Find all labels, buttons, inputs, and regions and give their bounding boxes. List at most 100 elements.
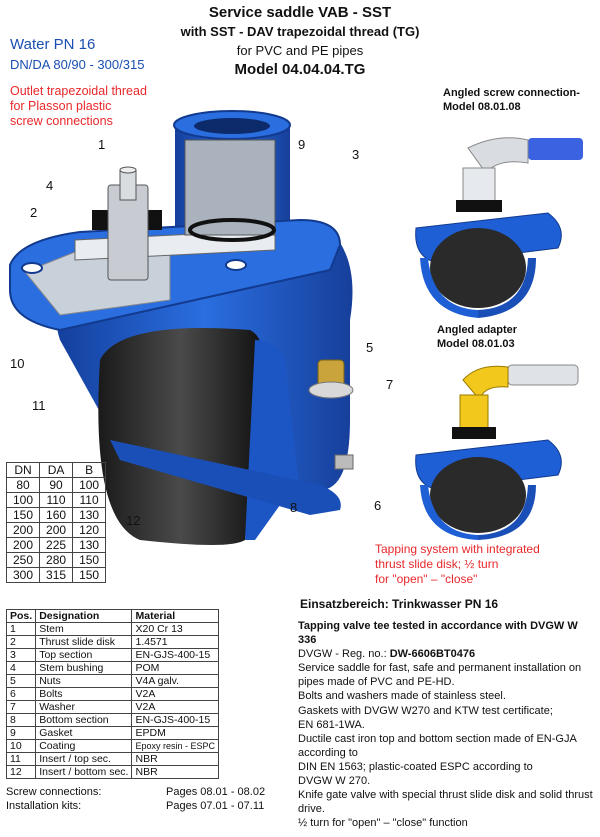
table-cell: 280 — [39, 552, 74, 568]
table-cell: 130 — [72, 537, 107, 553]
description-line: Bolts and washers made of stainless stee… — [298, 690, 506, 703]
table-cell: EPDM — [131, 726, 220, 740]
table-cell: 1 — [5, 622, 37, 636]
angled-screw-connection-illustration — [415, 137, 583, 318]
registration-line: DVGW - Reg. no.: DW-6606BT0476 — [298, 647, 593, 661]
reference-row: Screw connections: Pages 08.01 - 08.02 — [6, 785, 265, 799]
table-cell: 12 — [5, 765, 37, 779]
table-cell: Stem — [35, 622, 133, 636]
table-cell: EN-GJS-400-15 — [131, 713, 220, 727]
column-header: Material — [131, 609, 220, 623]
variant-caption-adapter: Angled adapter Model 08.01.03 — [437, 323, 587, 351]
description-line: Gaskets with DVGW W270 and KTW test cert… — [298, 704, 553, 717]
variant-caption-line: Angled screw connection- — [443, 87, 580, 99]
table-cell: Coating — [35, 739, 133, 753]
callout-1: 1 — [98, 137, 106, 152]
description-line: pipes made of PVC and PE-HD. — [298, 676, 455, 689]
callout-12: 12 — [126, 513, 141, 528]
table-cell: 315 — [39, 567, 74, 583]
tapping-note-line: thrust slide disk; ½ turn — [375, 557, 499, 571]
table-cell: Insert / bottom sec. — [35, 765, 133, 779]
callout-9: 9 — [298, 137, 306, 152]
column-header: Pos. — [5, 609, 37, 623]
table-cell: 9 — [5, 726, 37, 740]
table-cell: 100 — [72, 477, 107, 493]
table-cell: 6 — [5, 687, 37, 701]
description-line: Service saddle for fast, safe and perman… — [298, 662, 582, 675]
table-cell: 150 — [72, 567, 107, 583]
table-cell: POM — [131, 661, 220, 675]
outlet-note-line: Outlet trapezoidal thread — [10, 84, 147, 98]
table-cell: 130 — [72, 507, 107, 523]
table-cell: Washer — [35, 700, 133, 714]
table-cell: V2A — [131, 700, 220, 714]
saddle-cutaway-illustration — [9, 110, 354, 545]
reference-pages: Pages 08.01 - 08.02 — [166, 786, 266, 798]
table-cell: 7 — [5, 700, 37, 714]
registration-label: DVGW - Reg. no.: — [298, 648, 390, 661]
table-cell: NBR — [131, 765, 220, 779]
table-cell: 1.4571 — [131, 635, 220, 649]
table-cell: V2A — [131, 687, 220, 701]
pressure-label: Water PN 16 — [10, 36, 96, 53]
table-cell: Bottom section — [35, 713, 133, 727]
description-line: DVGW W 270. — [298, 775, 371, 788]
table-cell: V4A galv. — [131, 674, 220, 688]
table-cell: Thrust slide disk — [35, 635, 133, 649]
outlet-note-line: for Plasson plastic — [10, 99, 112, 113]
callout-6: 6 — [374, 498, 382, 513]
outlet-note-line: screw connections — [10, 114, 113, 128]
table-cell: 3 — [5, 648, 37, 662]
size-range: DN/DA 80/90 - 300/315 — [10, 57, 145, 72]
variant-caption-screw: Angled screw connection- Model 08.01.08 — [443, 86, 593, 114]
test-standard-line: Tapping valve tee tested in accordance w… — [298, 620, 578, 647]
table-cell: 90 — [39, 477, 74, 493]
table-cell: 8 — [5, 713, 37, 727]
page-title: Service saddle VAB - SST — [208, 4, 392, 21]
callout-11: 11 — [32, 398, 46, 413]
table-cell: Stem bushing — [35, 661, 133, 675]
callout-4: 4 — [46, 178, 54, 193]
description-line: EN 681-1WA. — [298, 718, 365, 731]
column-header: DA — [39, 462, 74, 478]
table-cell: 200 — [5, 537, 41, 553]
table-cell: Top section — [35, 648, 133, 662]
table-cell: 250 — [5, 552, 41, 568]
registration-number: DW-6606BT0476 — [389, 648, 476, 661]
table-cell: 100 — [5, 492, 41, 508]
table-cell: 110 — [39, 492, 74, 508]
variant-caption-line: Angled adapter — [437, 324, 518, 336]
reference-label: Installation kits: — [6, 800, 82, 812]
table-cell: 120 — [72, 522, 107, 538]
reference-pages: Pages 07.01 - 07.11 — [166, 800, 265, 812]
table-cell: 80 — [5, 477, 41, 493]
table-cell: 5 — [5, 674, 37, 688]
tapping-system-note: Tapping system with integrated thrust sl… — [375, 542, 585, 587]
table-cell: 300 — [5, 567, 41, 583]
callout-3: 3 — [352, 147, 360, 162]
table-cell: Nuts — [35, 674, 133, 688]
column-header: B — [72, 462, 107, 478]
tapping-note-line: Tapping system with integrated — [375, 542, 540, 556]
description-line: ½ turn for "open" – "close" function — [298, 817, 468, 830]
product-description: Tapping valve tee tested in accordance w… — [298, 619, 593, 830]
tapping-note-line: for "open" – "close" — [375, 572, 478, 586]
table-cell: X20 Cr 13 — [131, 622, 220, 636]
model-number: Model 04.04.04.TG — [234, 61, 366, 78]
page-references: Screw connections: Pages 08.01 - 08.02 I… — [6, 785, 265, 813]
table-cell: Bolts — [35, 687, 133, 701]
